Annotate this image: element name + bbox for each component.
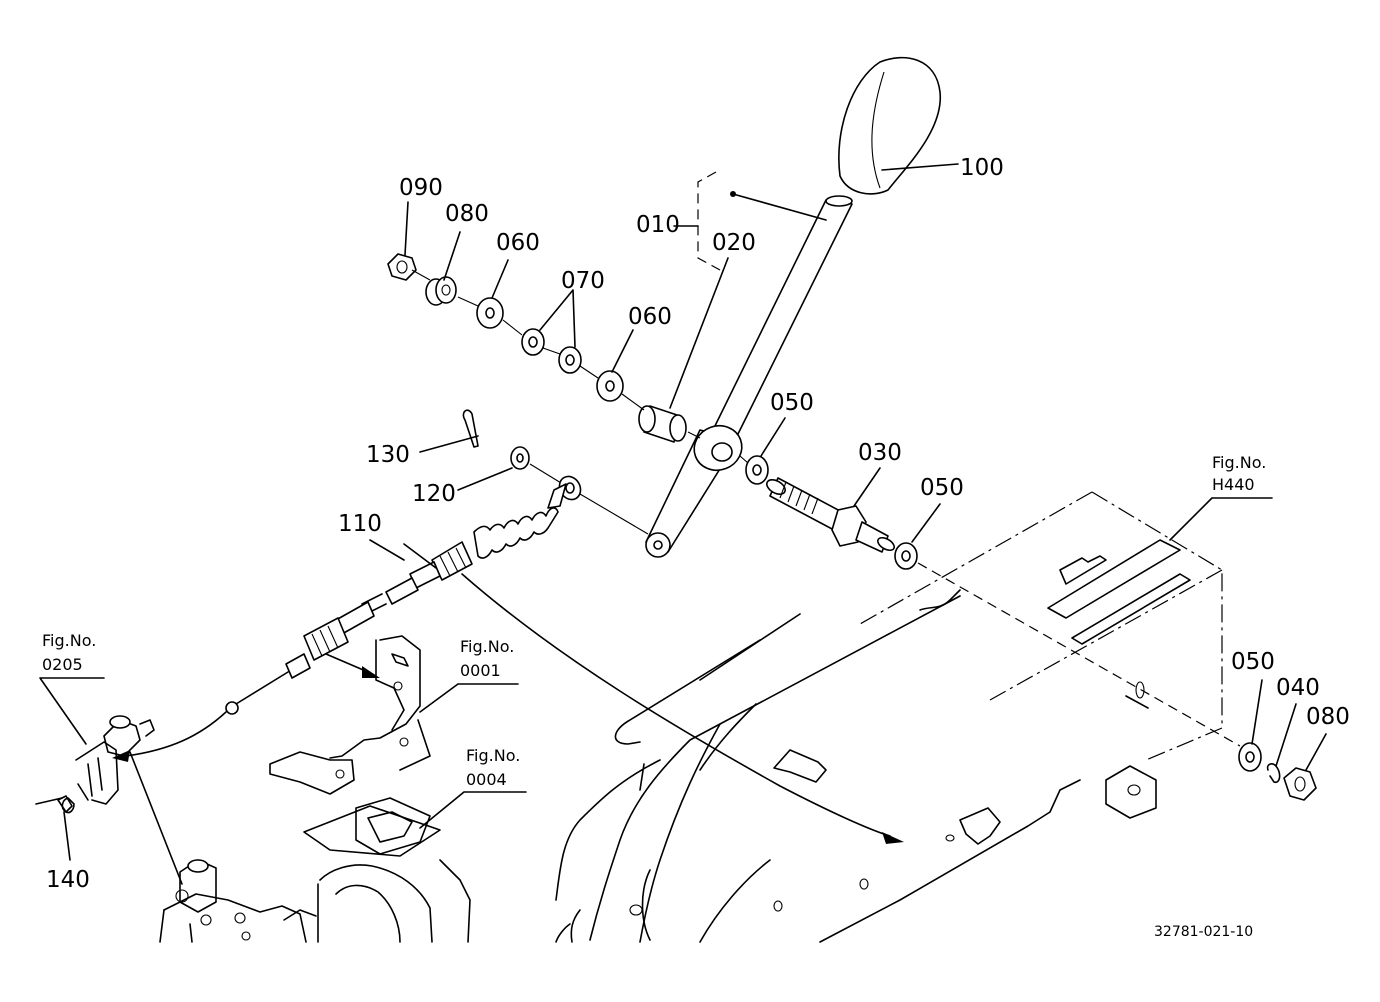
- nut-090: [387, 253, 417, 281]
- washer-050-a: [745, 455, 769, 485]
- spring-washer-040: [1266, 703, 1297, 784]
- label-040: 040: [1276, 675, 1320, 701]
- label-130: 130: [366, 442, 410, 468]
- bolt-030: [766, 477, 895, 553]
- nut-080: [1283, 733, 1327, 801]
- figref-0004-title: Fig.No.: [466, 746, 520, 765]
- shift-lever-010: [645, 195, 853, 558]
- figref-0205-title: Fig.No.: [42, 631, 96, 650]
- cotter-pin-130: [419, 409, 479, 453]
- figref-0001-number: 0001: [460, 661, 501, 680]
- transmission-case: [555, 589, 1081, 943]
- drawing-code: 32781-021-10: [1154, 924, 1253, 940]
- figref-h440-title: Fig.No.: [1212, 453, 1266, 472]
- washer-050-b: [894, 542, 918, 570]
- label-020: 020: [712, 230, 756, 256]
- housing-h440: [859, 491, 1223, 819]
- control-cable-110: [225, 475, 582, 715]
- washer-120: [457, 446, 530, 491]
- bolt-140: [57, 795, 73, 861]
- figref-0004-number: 0004: [466, 770, 507, 789]
- label-010: 010: [636, 212, 680, 238]
- figref-h440-number: H440: [1212, 475, 1255, 494]
- label-050-b: 050: [920, 475, 964, 501]
- label-080-lower: 080: [1306, 704, 1350, 730]
- label-100: 100: [960, 155, 1004, 181]
- washer-060-upper: [476, 297, 504, 329]
- collar-080: [425, 276, 457, 306]
- washer-070-b: [558, 346, 582, 374]
- figref-0001-title: Fig.No.: [460, 637, 514, 656]
- valve-0205: [35, 715, 307, 943]
- washer-060-lower: [596, 370, 624, 402]
- bushing-020: [638, 405, 687, 443]
- label-050-a: 050: [770, 390, 814, 416]
- label-030: 030: [858, 440, 902, 466]
- label-120: 120: [412, 481, 456, 507]
- housing-0004: [283, 797, 471, 943]
- label-060-lower: 060: [628, 304, 672, 330]
- bracket-0001: [269, 635, 431, 795]
- label-070: 070: [561, 268, 605, 294]
- washer-070-a: [521, 328, 545, 356]
- label-140: 140: [46, 867, 90, 893]
- label-110: 110: [338, 511, 382, 537]
- knob-100: [838, 56, 941, 195]
- label-050-c: 050: [1231, 649, 1275, 675]
- label-080-upper: 080: [445, 201, 489, 227]
- label-090: 090: [399, 175, 443, 201]
- label-060-upper: 060: [496, 230, 540, 256]
- washer-050-c: [1238, 679, 1263, 772]
- figref-0205-number: 0205: [42, 655, 83, 674]
